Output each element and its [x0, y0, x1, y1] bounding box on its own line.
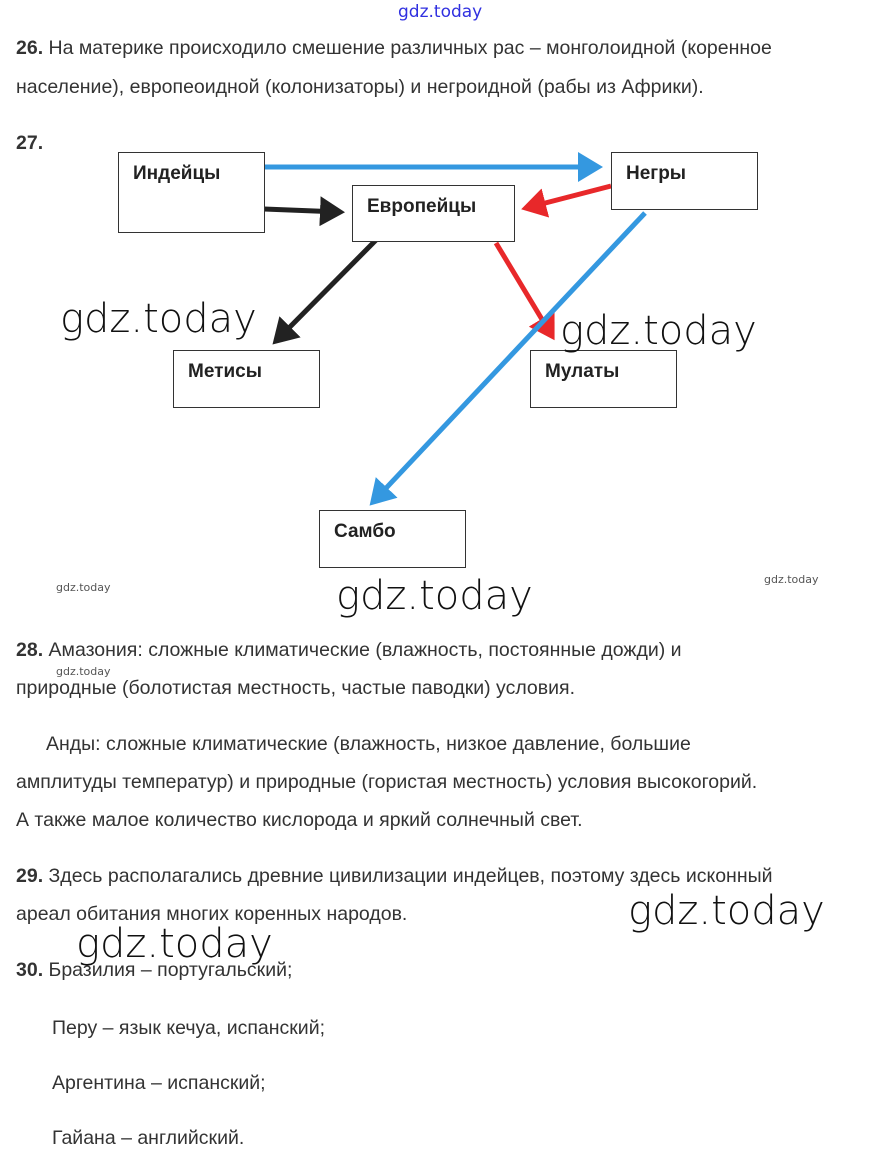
andes-line-1: Анды: сложные климатические (влажность, … [46, 733, 691, 755]
q27-number: 27. [16, 132, 44, 154]
q29-line-1: 29. Здесь располагались древние цивилиза… [16, 865, 773, 887]
watermark: gdz.today [60, 296, 257, 342]
q28-line-1: 28. Амазония: сложные климатические (вла… [16, 639, 682, 661]
box-mestizos: Метисы [173, 350, 320, 408]
watermark: gdz.today [336, 573, 533, 619]
watermark-top: gdz.today [398, 2, 483, 22]
arrow-indians-europeans [263, 196, 345, 227]
watermark: gdz.today [628, 888, 825, 934]
q28-line-2: природные (болотистая местность, частые … [16, 677, 575, 699]
watermark-small: gdz.today [764, 573, 819, 586]
arrow-negroes-europeans [521, 183, 612, 218]
watermark: gdz.today [560, 308, 757, 354]
arrow-negroes-sambo [369, 211, 647, 506]
watermark-small: gdz.today [56, 581, 111, 594]
q29-line-2: ареал обитания многих коренных народов. [16, 903, 408, 925]
andes-line-2: амплитуды температур) и природные (горис… [16, 771, 758, 793]
box-europeans: Европейцы [352, 185, 515, 242]
box-negroes: Негры [611, 152, 758, 210]
andes-line-3: А также малое количество кислорода и ярк… [16, 809, 583, 831]
q26-line-2: население), европеоидной (колонизаторы) … [16, 76, 704, 98]
q30-line-3: Аргентина – испанский; [52, 1072, 266, 1094]
box-indians: Индейцы [118, 152, 265, 233]
watermark: gdz.today [76, 921, 273, 967]
box-sambo: Самбо [319, 510, 466, 568]
q30-line-2: Перу – язык кечуа, испанский; [52, 1017, 325, 1039]
watermark-small: gdz.today [56, 665, 111, 678]
arrow-europeans-mestizos [272, 236, 380, 345]
box-mulattoes: Мулаты [530, 350, 677, 408]
q30-line-4: Гайана – английский. [52, 1127, 245, 1149]
q30-line-1: 30. Бразилия – португальский; [16, 959, 293, 981]
q26-line-1: 26. На материке происходило смешение раз… [16, 37, 772, 59]
